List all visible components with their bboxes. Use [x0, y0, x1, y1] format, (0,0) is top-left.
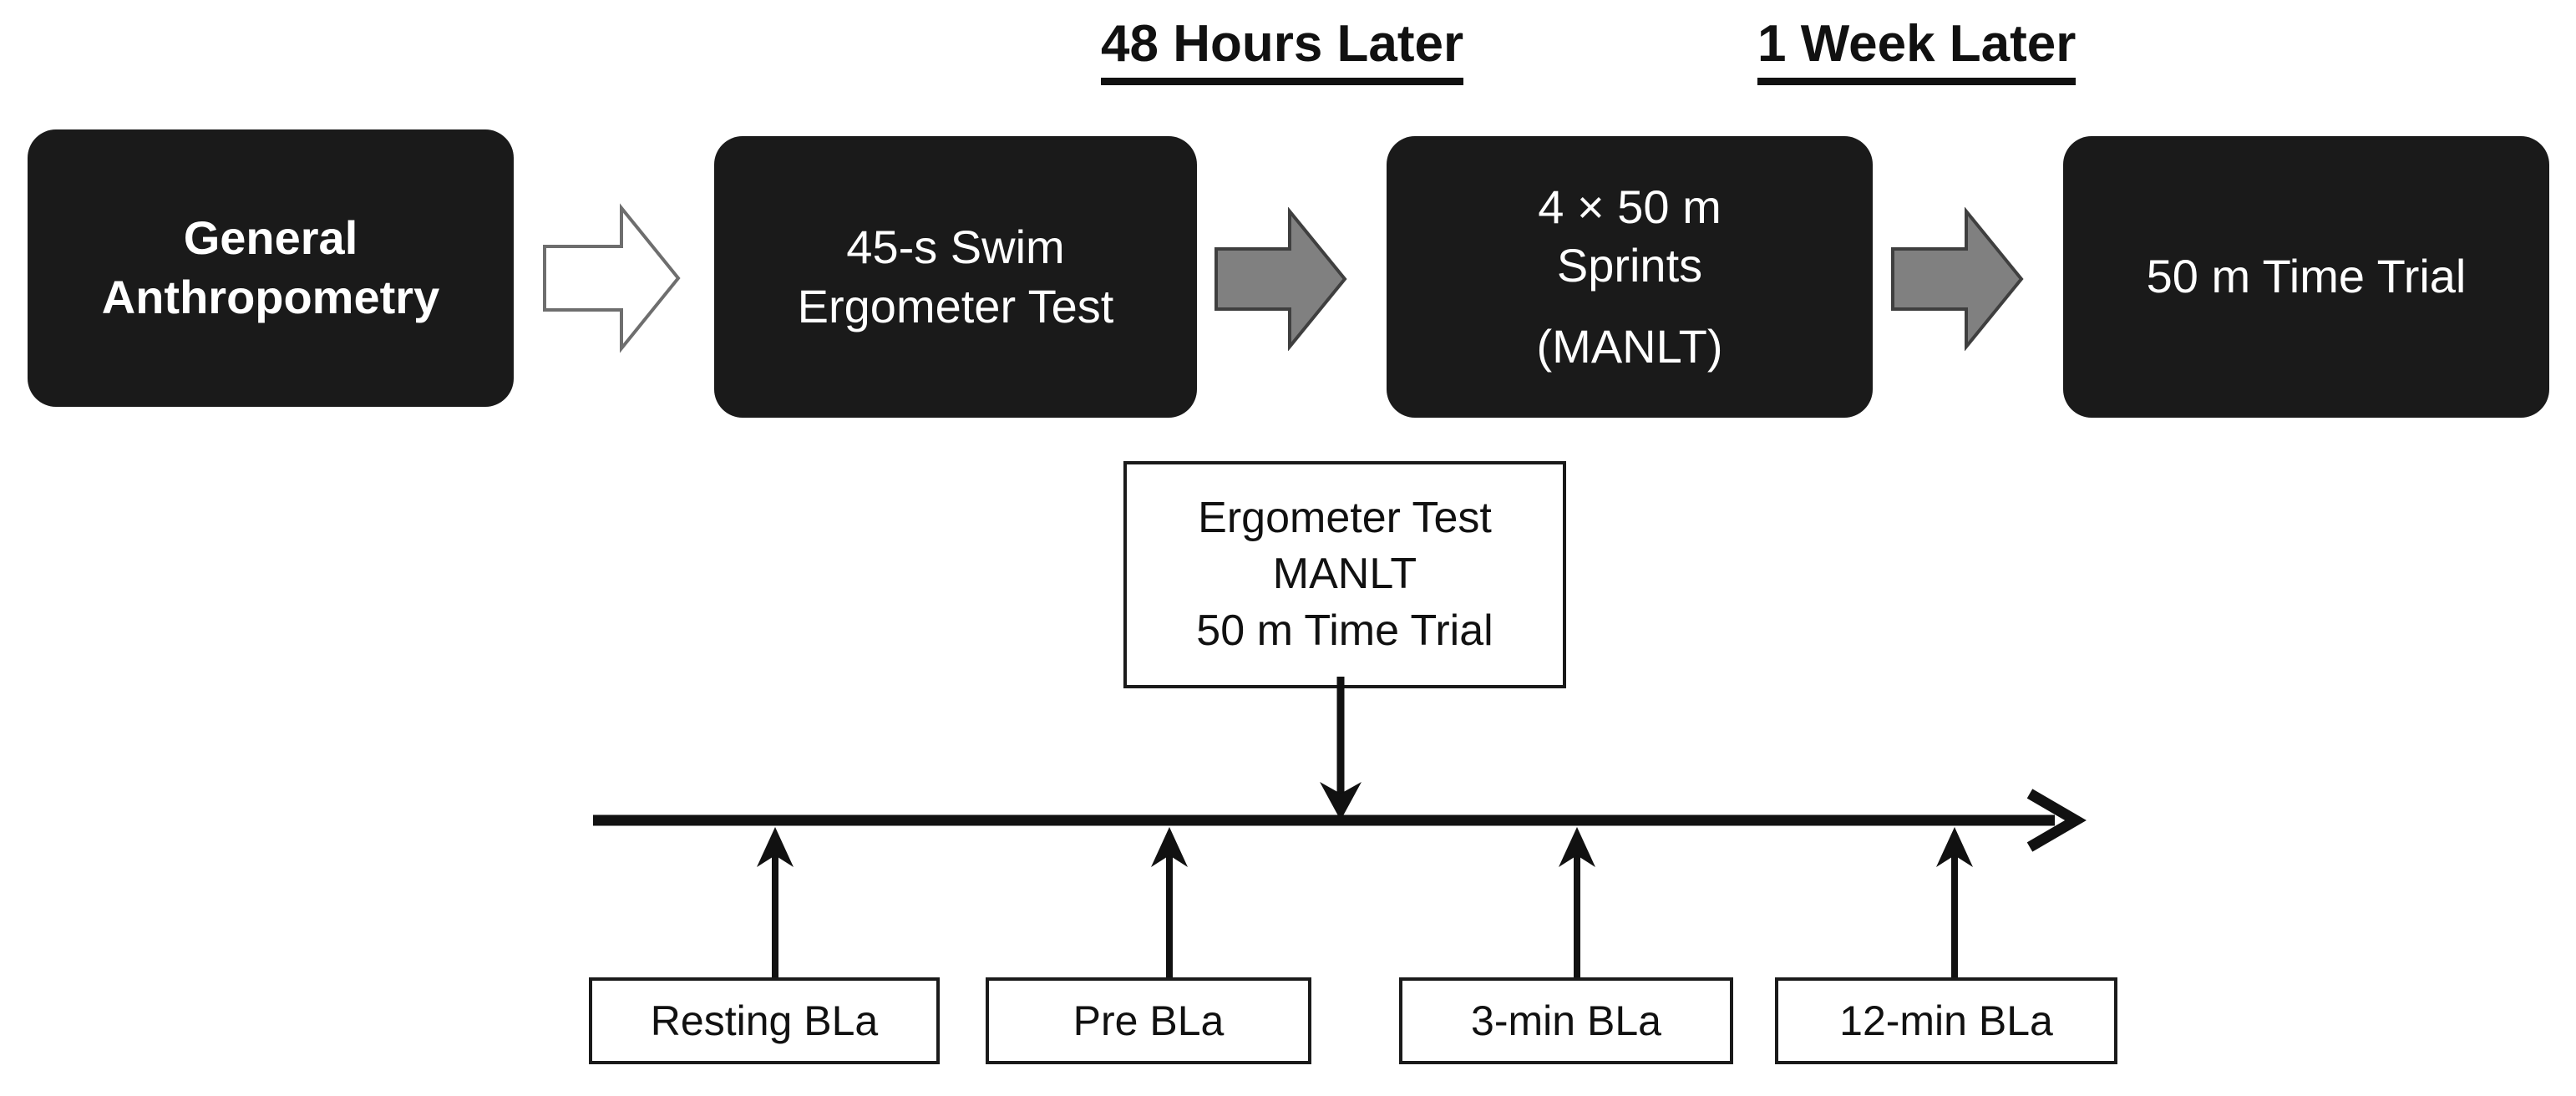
sample-tick-arrow-3-min-bla	[1559, 827, 1595, 977]
measurement-to-timeline-connector-arrow	[1320, 677, 1362, 820]
stage-line: Anthropometry	[101, 271, 440, 323]
stage-box-general-anthropometry: General Anthropometry	[28, 129, 514, 407]
measurement-line: Ergometer Test	[1198, 493, 1492, 542]
stage-line: Ergometer Test	[797, 279, 1114, 332]
timeline-axis	[593, 789, 2087, 852]
bla-sampling-timeline	[593, 677, 2087, 977]
bla-sample-label: 12-min BLa	[1839, 997, 2053, 1044]
bla-sample-box-pre: Pre BLa	[986, 977, 1311, 1064]
measurement-events-box: Ergometer Test MANLT 50 m Time Trial	[1123, 461, 1566, 688]
stage-line: 50 m Time Trial	[2146, 250, 2467, 303]
bla-sample-label: Pre BLa	[1072, 997, 1225, 1044]
stage-line: General	[183, 211, 358, 265]
stage-box-manlt-sprints: 4 × 50 m Sprints (MANLT)	[1387, 136, 1873, 418]
phase-label-48-hours-later: 48 Hours Later	[1101, 18, 1464, 85]
measurement-line: 50 m Time Trial	[1196, 606, 1493, 655]
bla-sample-label: 3-min BLa	[1471, 997, 1661, 1044]
bla-sample-label: Resting BLa	[650, 997, 879, 1044]
stage-line: 45-s Swim	[846, 220, 1065, 273]
sample-tick-arrow-pre-bla	[1151, 827, 1188, 977]
stage-line: Sprints	[1556, 239, 1703, 292]
bla-sample-box-12-min: 12-min BLa	[1775, 977, 2117, 1064]
arrow-sprints-to-timetrial-icon	[1889, 206, 2025, 352]
arrow-anthropometry-to-ergometer-icon	[541, 203, 682, 353]
phase-label-1-week-later: 1 Week Later	[1757, 18, 2077, 85]
stage-line: 4 × 50 m	[1538, 180, 1722, 233]
bla-sample-box-resting: Resting BLa	[589, 977, 940, 1064]
sample-tick-arrow-resting-bla	[757, 827, 794, 977]
stage-line: (MANLT)	[1536, 319, 1723, 373]
stage-box-50m-time-trial: 50 m Time Trial	[2063, 136, 2549, 418]
sample-tick-arrow-12-min-bla	[1936, 827, 1973, 977]
arrow-ergometer-to-sprints-icon	[1213, 206, 1348, 352]
measurement-line: MANLT	[1272, 550, 1417, 599]
bla-sample-box-3-min: 3-min BLa	[1399, 977, 1733, 1064]
stage-box-swim-ergometer-test: 45-s Swim Ergometer Test	[714, 136, 1197, 418]
